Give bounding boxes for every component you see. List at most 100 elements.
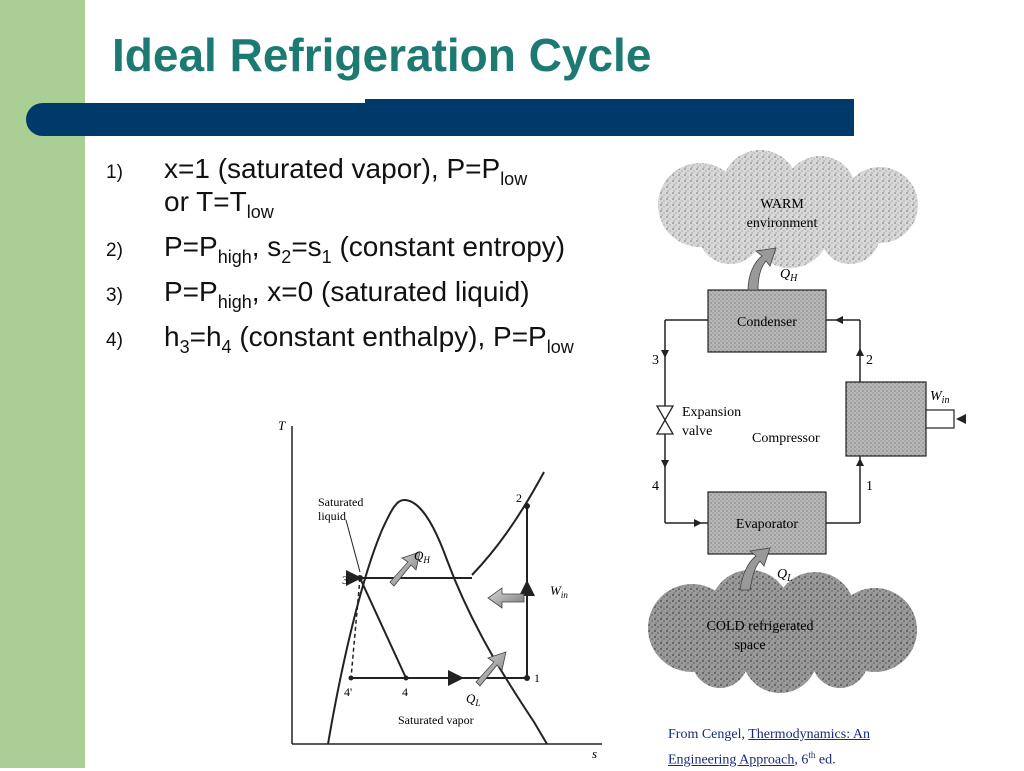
evaporator-box (707, 491, 827, 555)
point-label-4: 4 (402, 685, 408, 699)
superheat-curve (471, 471, 545, 576)
bullet-subscript: high (217, 292, 252, 312)
bullet-text: (constant entropy) (331, 231, 566, 262)
expansion-valve-label: Expansion (682, 405, 741, 420)
sat-liquid-label: Saturated (318, 495, 363, 509)
state-point-4 (403, 675, 409, 681)
bullet-number: 1) (106, 162, 123, 183)
ql-label: QL (777, 567, 793, 584)
citation-suffix: ed. (815, 752, 836, 768)
flow-arrow-icon (856, 458, 864, 466)
state-number-3: 3 (652, 353, 659, 368)
state-point-2 (524, 503, 530, 509)
state-point-4p (348, 675, 354, 681)
bullet-item-3: 3) P=Phigh, x=0 (saturated liquid) (100, 275, 620, 311)
sat-liquid-label: liquid (318, 509, 346, 523)
cold-space-cloud (648, 570, 917, 693)
bullet-item-1: 1) x=1 (saturated vapor), P=Plow or T=Tl… (100, 152, 620, 221)
bullet-text: , x=0 (saturated liquid) (251, 276, 530, 307)
t-axis-label: T (278, 418, 286, 433)
bullet-number: 3) (106, 285, 123, 306)
bullet-subscript: 1 (321, 247, 332, 267)
state-point-1 (524, 675, 530, 681)
qh-label: QH (780, 267, 798, 284)
bullet-subscript: low (546, 337, 574, 357)
title-bar (26, 103, 854, 136)
citation-book-link[interactable]: Thermodynamics: An (748, 727, 870, 742)
citation-prefix: From Cengel, (668, 727, 749, 742)
citation: From Cengel, Thermodynamics: An Engineer… (668, 724, 870, 771)
condenser-label: Condenser (737, 315, 797, 330)
compressor-piston-rod (925, 409, 955, 429)
cold-label: COLD refrigerated (707, 619, 814, 634)
expansion-valve-icon (655, 405, 675, 435)
flow-arrow-icon (694, 519, 702, 527)
bullet-text: P=P (164, 276, 218, 307)
cold-label: space (734, 638, 765, 653)
warm-environment-cloud (658, 150, 918, 268)
bullet-text: or T=T (164, 186, 247, 217)
bullet-number: 4) (106, 330, 123, 351)
state-number-4: 4 (652, 479, 659, 494)
point-label-1: 1 (534, 671, 540, 685)
bullet-item-4: 4) h3=h4 (constant enthalpy), P=Plow (100, 320, 620, 356)
bullet-item-2: 2) P=Phigh, s2=s1 (constant entropy) (100, 230, 620, 266)
point-label-4p: 4' (344, 685, 352, 699)
win-arrow-icon (956, 414, 966, 424)
bullet-text: =s (291, 231, 322, 262)
s-axis-label: s (592, 746, 597, 761)
point-label-2: 2 (516, 491, 522, 505)
compressor-label: Compressor (752, 431, 820, 446)
flow-arrow-icon (661, 460, 669, 468)
citation-book-link[interactable]: Engineering Approach (668, 752, 795, 768)
flow-arrow-icon (835, 316, 843, 324)
dashed-isentropic (350, 577, 361, 679)
evaporator-label: Evaporator (736, 517, 799, 532)
win-arrow-icon (487, 587, 525, 609)
bullet-text: (constant enthalpy), P=P (231, 321, 547, 352)
flow-arrow-icon (856, 348, 864, 356)
bullet-subscript: low (246, 202, 274, 222)
state-number-1: 1 (866, 479, 873, 494)
saturation-dome (327, 498, 548, 745)
slide-title: Ideal Refrigeration Cycle (112, 29, 652, 81)
title-bar-step (365, 99, 854, 105)
ql-arrow-icon (475, 651, 507, 687)
bullet-text: P=P (164, 231, 218, 262)
citation-edition-sup: th (808, 750, 816, 760)
bullet-subscript: high (217, 247, 252, 267)
qh-label: QH (414, 548, 430, 565)
bullet-text: , s (251, 231, 282, 262)
refrigeration-system-schematic: WARM environment COLD refrigerated space… (648, 150, 966, 693)
warm-label: environment (747, 216, 818, 231)
compressor-box (845, 381, 927, 457)
state-number-2: 2 (866, 353, 873, 368)
bullet-text: h (164, 321, 180, 352)
bullet-text: x=1 (saturated vapor), P=P (164, 153, 501, 184)
bullet-subscript: 4 (221, 337, 232, 357)
sat-vapor-label: Saturated vapor (398, 713, 474, 727)
bullet-subscript: 3 (179, 337, 190, 357)
qh-heat-arrow-icon (747, 247, 777, 291)
bullet-list: 1) x=1 (saturated vapor), P=Plow or T=Tl… (100, 152, 620, 365)
expansion-valve-label: valve (682, 424, 712, 439)
ql-label: QL (466, 691, 480, 708)
ts-diagram: T s Saturated liquid Saturated vapor QH … (278, 418, 602, 761)
throttle-line (359, 577, 407, 679)
win-label: Win (550, 583, 568, 600)
sat-liquid-pointer (345, 519, 361, 573)
bullet-number: 2) (106, 240, 123, 261)
citation-separator: , (794, 752, 802, 768)
point-label-3: 3 (342, 573, 348, 587)
bullet-text: =h (189, 321, 222, 352)
condenser-box (707, 289, 827, 353)
warm-label: WARM (760, 197, 804, 212)
ql-heat-arrow-icon (739, 547, 771, 591)
citation-edition: 6 (801, 752, 809, 768)
win-label: Win (930, 389, 949, 406)
state-point-3 (357, 575, 363, 581)
bullet-subscript: 2 (281, 247, 292, 267)
flow-arrow-icon (661, 350, 669, 358)
qh-arrow-icon (389, 551, 421, 587)
bullet-subscript: low (500, 169, 528, 189)
